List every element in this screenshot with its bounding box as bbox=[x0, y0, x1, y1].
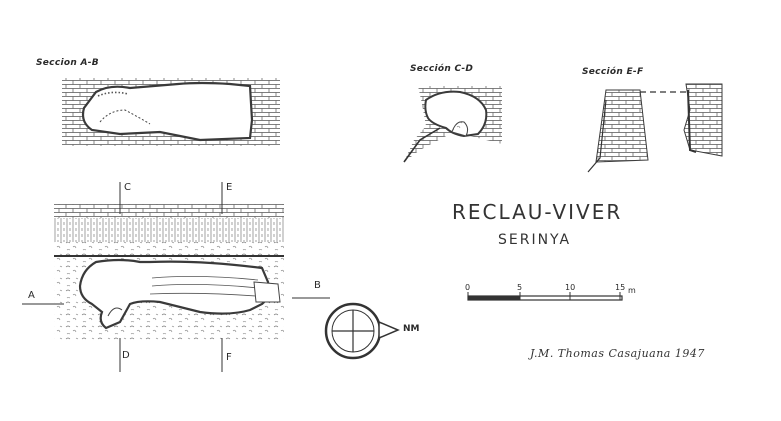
cut-mark-a: A bbox=[28, 290, 35, 301]
scale-bar bbox=[467, 292, 623, 301]
section-ef-label: Sección E-F bbox=[582, 67, 644, 77]
section-cd-label: Sección C-D bbox=[410, 64, 474, 74]
cut-mark-f: F bbox=[226, 352, 232, 363]
scale-tick-0: 0 bbox=[465, 283, 471, 292]
north-arrow bbox=[324, 302, 400, 360]
scale-unit: m bbox=[628, 286, 636, 295]
section-ab-label: Seccion A-B bbox=[36, 58, 99, 68]
cut-mark-d: D bbox=[122, 350, 130, 361]
north-label: NM bbox=[403, 324, 420, 334]
cut-mark-e: E bbox=[226, 182, 233, 193]
section-cd-drawing bbox=[403, 86, 502, 163]
cut-mark-c: C bbox=[124, 182, 131, 193]
cave-subtitle: SERINYA bbox=[498, 232, 572, 248]
author-signature: J.M. Thomas Casajuana 1947 bbox=[530, 347, 705, 360]
section-ab-drawing bbox=[62, 78, 280, 146]
cut-mark-b: B bbox=[314, 280, 321, 291]
cave-title: RECLAU-VIVER bbox=[452, 200, 623, 224]
scale-tick-5: 5 bbox=[517, 283, 523, 292]
cut-lines bbox=[22, 182, 330, 372]
cave-plan-drawing bbox=[54, 204, 284, 340]
scale-tick-10: 10 bbox=[565, 283, 576, 292]
scale-tick-15: 15 bbox=[615, 283, 626, 292]
section-ef-drawing bbox=[587, 83, 723, 173]
